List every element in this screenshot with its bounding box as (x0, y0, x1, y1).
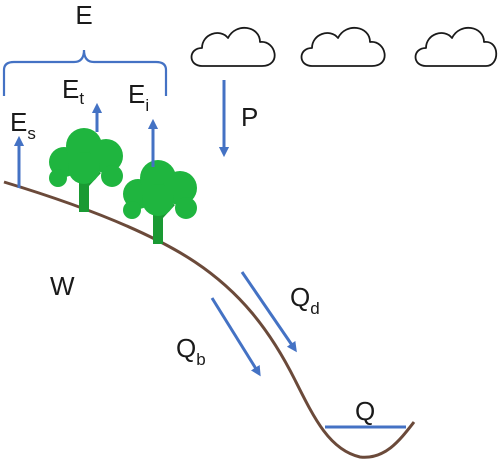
evaporation-bracket (2, 49, 168, 96)
interception-label: Ei (128, 79, 149, 115)
storage-label: W (50, 271, 75, 301)
cloud-icon (414, 27, 498, 67)
direct-runoff-arrow (240, 271, 297, 353)
tree-icon (49, 128, 123, 212)
cloud-icon (300, 27, 386, 67)
baseflow-label: Qb (176, 333, 206, 369)
ground-profile (3, 180, 416, 459)
transpiration-label: Et (62, 74, 84, 108)
streamflow-label: Q (355, 396, 375, 426)
evaporation-total-label: E (75, 0, 92, 30)
precipitation-label: P (241, 102, 258, 132)
soil-evaporation-label: Es (10, 107, 36, 143)
direct-runoff-label: Qd (290, 282, 320, 318)
baseflow-arrow (210, 297, 261, 377)
cloud-icon (190, 27, 276, 67)
tree-icon (123, 160, 197, 244)
